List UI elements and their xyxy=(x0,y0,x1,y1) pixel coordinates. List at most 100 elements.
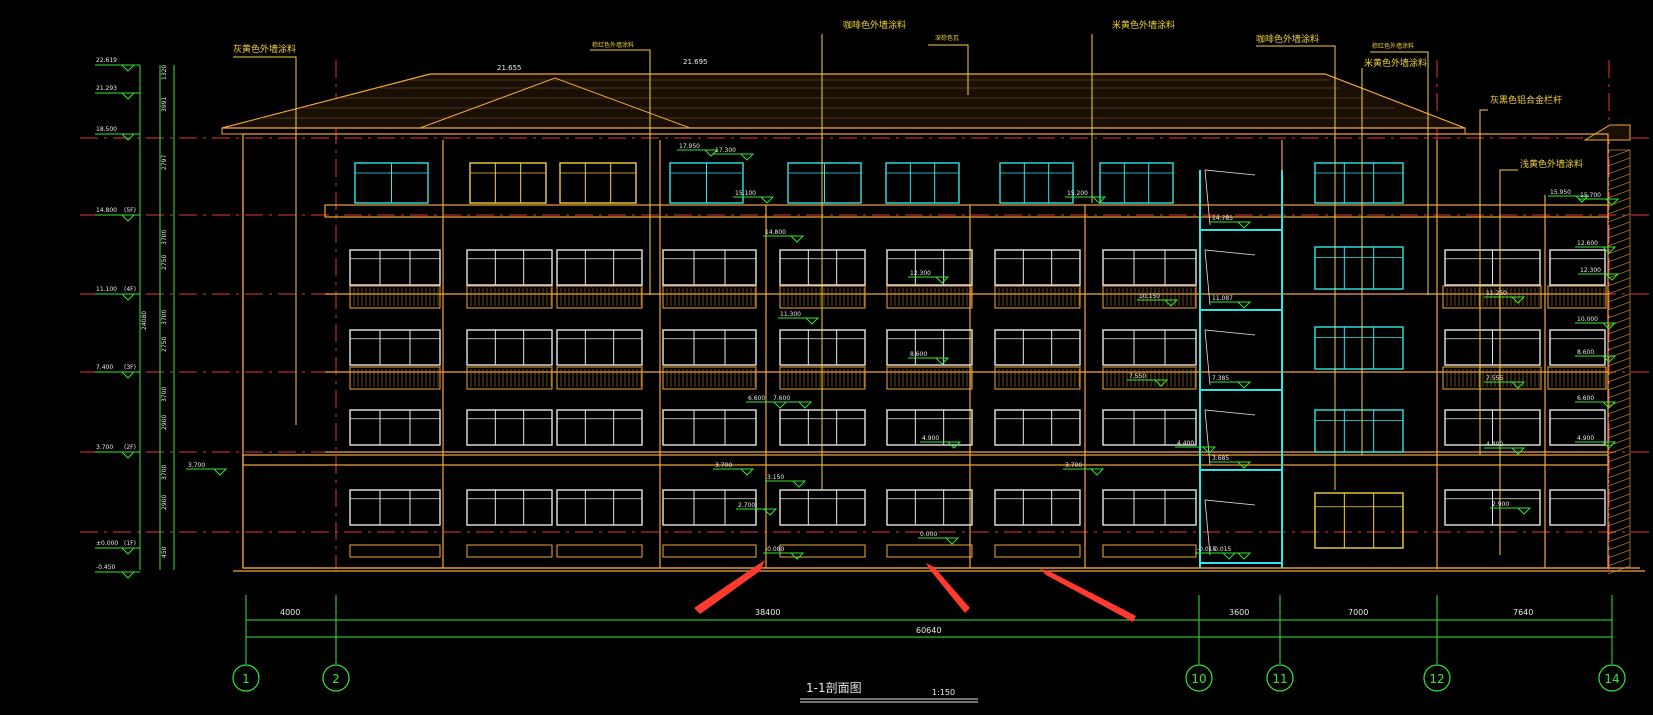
drawing-title: 1-1剖面图 xyxy=(806,681,862,695)
elevation-mark: 2.900 xyxy=(1490,501,1532,515)
window xyxy=(886,409,973,446)
left-level-value: 7.400 xyxy=(96,364,113,371)
elevation-mark: 11.250 xyxy=(1484,290,1526,304)
dim-segment: 7640 xyxy=(1513,608,1533,617)
balcony-railing xyxy=(466,285,553,309)
window xyxy=(1314,326,1404,370)
callout-label: 棕红色外墙涂料 xyxy=(592,41,634,49)
window xyxy=(999,162,1074,204)
balcony-railing xyxy=(1547,285,1607,309)
ground-floor-sill xyxy=(886,544,973,558)
left-dim-value: 3700 xyxy=(161,387,168,402)
balcony-railing xyxy=(349,366,441,390)
elevation-mark: 7.555 xyxy=(1484,375,1526,389)
left-level-value: 21.293 xyxy=(96,85,117,92)
elevation-value: 15.700 xyxy=(1580,192,1601,199)
elevation-value: 10.150 xyxy=(1139,293,1160,300)
window xyxy=(349,409,441,446)
ground-floor-sill xyxy=(556,544,643,558)
left-dim-value: 2750 xyxy=(161,337,168,352)
left-dim-value: 450 xyxy=(161,546,168,558)
left-dim-value: 3700 xyxy=(161,310,168,325)
floor-tag: (1F) xyxy=(124,540,136,547)
bottom-dimension-values: 4000 38400 3600 7000 7640 60640 xyxy=(280,608,1533,635)
left-level-mark: -0.450 xyxy=(95,564,140,579)
window xyxy=(1549,249,1606,286)
balcony-railing xyxy=(349,285,441,309)
elevation-mark: 3.685 xyxy=(1210,455,1252,469)
balcony-railing xyxy=(1442,366,1542,390)
elevation-mark: 3.150 xyxy=(765,474,807,488)
elevation-value: -0.015 xyxy=(1197,546,1217,553)
callout-label: 咖啡色外墙涂料 xyxy=(843,19,906,31)
elevation-value: 7.385 xyxy=(1212,375,1229,382)
elevation-value: 12.300 xyxy=(1580,267,1601,274)
left-level-value: 14.800 xyxy=(96,207,117,214)
left-dim-value: 3700 xyxy=(161,230,168,245)
ground-floor-sill xyxy=(466,544,553,558)
end-wall xyxy=(1607,149,1631,569)
elevation-mark: 3.700 xyxy=(1063,462,1105,476)
left-level-mark: ±0.000 (1F) xyxy=(95,540,140,555)
elevation-value: 8.600 xyxy=(1577,349,1594,356)
window xyxy=(779,489,866,526)
elevation-mark: 14.785 xyxy=(1210,215,1252,229)
axis-bubble: 11 xyxy=(1266,660,1294,692)
window xyxy=(662,489,757,526)
elevation-value: 4.900 xyxy=(1577,435,1594,442)
ground-floor-sill xyxy=(1102,544,1197,558)
window xyxy=(886,329,973,366)
roof xyxy=(221,73,1631,141)
callout-label: 深棕色瓦 xyxy=(935,34,959,42)
window xyxy=(1444,409,1541,446)
axis-label: 14 xyxy=(1604,672,1619,686)
window xyxy=(1314,409,1404,453)
ground-floor-sill xyxy=(349,544,441,558)
bottom-dimension-lines xyxy=(245,595,1613,660)
elevation-mark: 17.950 xyxy=(677,143,719,157)
left-level-value: -0.450 xyxy=(96,564,116,571)
elevation-mark: 7.550 xyxy=(1127,373,1169,387)
callout-label: 米黄色外墙涂料 xyxy=(1112,19,1175,31)
window xyxy=(994,329,1081,366)
floor-tag: (3F) xyxy=(124,364,136,371)
left-level-value: ±0.000 xyxy=(96,540,118,547)
elevation-value: 3.700 xyxy=(1065,462,1082,469)
elevation-mark: 2.700 xyxy=(736,502,778,516)
axis-label: 10 xyxy=(1191,672,1206,686)
left-level-marks: 22.61921.29318.50014.800(5F)11.100(4F)7.… xyxy=(95,57,140,579)
elevation-value: 15.100 xyxy=(735,190,756,197)
balcony-railing xyxy=(1102,285,1197,309)
elevation-mark: -0.015 xyxy=(1210,546,1252,560)
window xyxy=(886,489,973,526)
elevation-value: 14.785 xyxy=(1212,215,1233,222)
left-level-value: 11.100 xyxy=(96,286,117,293)
elevation-value: 4.900 xyxy=(922,435,939,442)
elevation-mark: 11.087 xyxy=(1210,295,1252,309)
elevation-mark: 17.300 xyxy=(713,147,755,161)
elevation-value: 3.700 xyxy=(715,462,732,469)
balcony-railing xyxy=(556,366,643,390)
dim-segment: 38400 xyxy=(755,608,780,617)
left-level-mark: 21.293 xyxy=(95,85,140,100)
axis-bubble: 12 xyxy=(1423,660,1451,692)
elevation-value: 6.600 xyxy=(748,395,765,402)
balcony-railing xyxy=(994,285,1081,309)
left-level-mark: 14.800 (5F) xyxy=(95,207,140,222)
window xyxy=(556,409,643,446)
floor-tag: (5F) xyxy=(124,207,136,214)
elevation-mark: 14.800 xyxy=(763,229,805,243)
ground-floor-sill xyxy=(662,544,757,558)
red-arrow xyxy=(1040,569,1136,622)
window xyxy=(466,409,553,446)
balcony-railing xyxy=(886,366,973,390)
red-arrow xyxy=(694,560,765,614)
balcony-railing xyxy=(556,285,643,309)
callout-label: 浅黄色外墙涂料 xyxy=(1520,158,1583,170)
balcony-railing xyxy=(662,366,757,390)
elevation-value: 15.200 xyxy=(1067,190,1088,197)
axis-bubble: 2 xyxy=(322,660,350,692)
balcony-railing xyxy=(779,285,866,309)
